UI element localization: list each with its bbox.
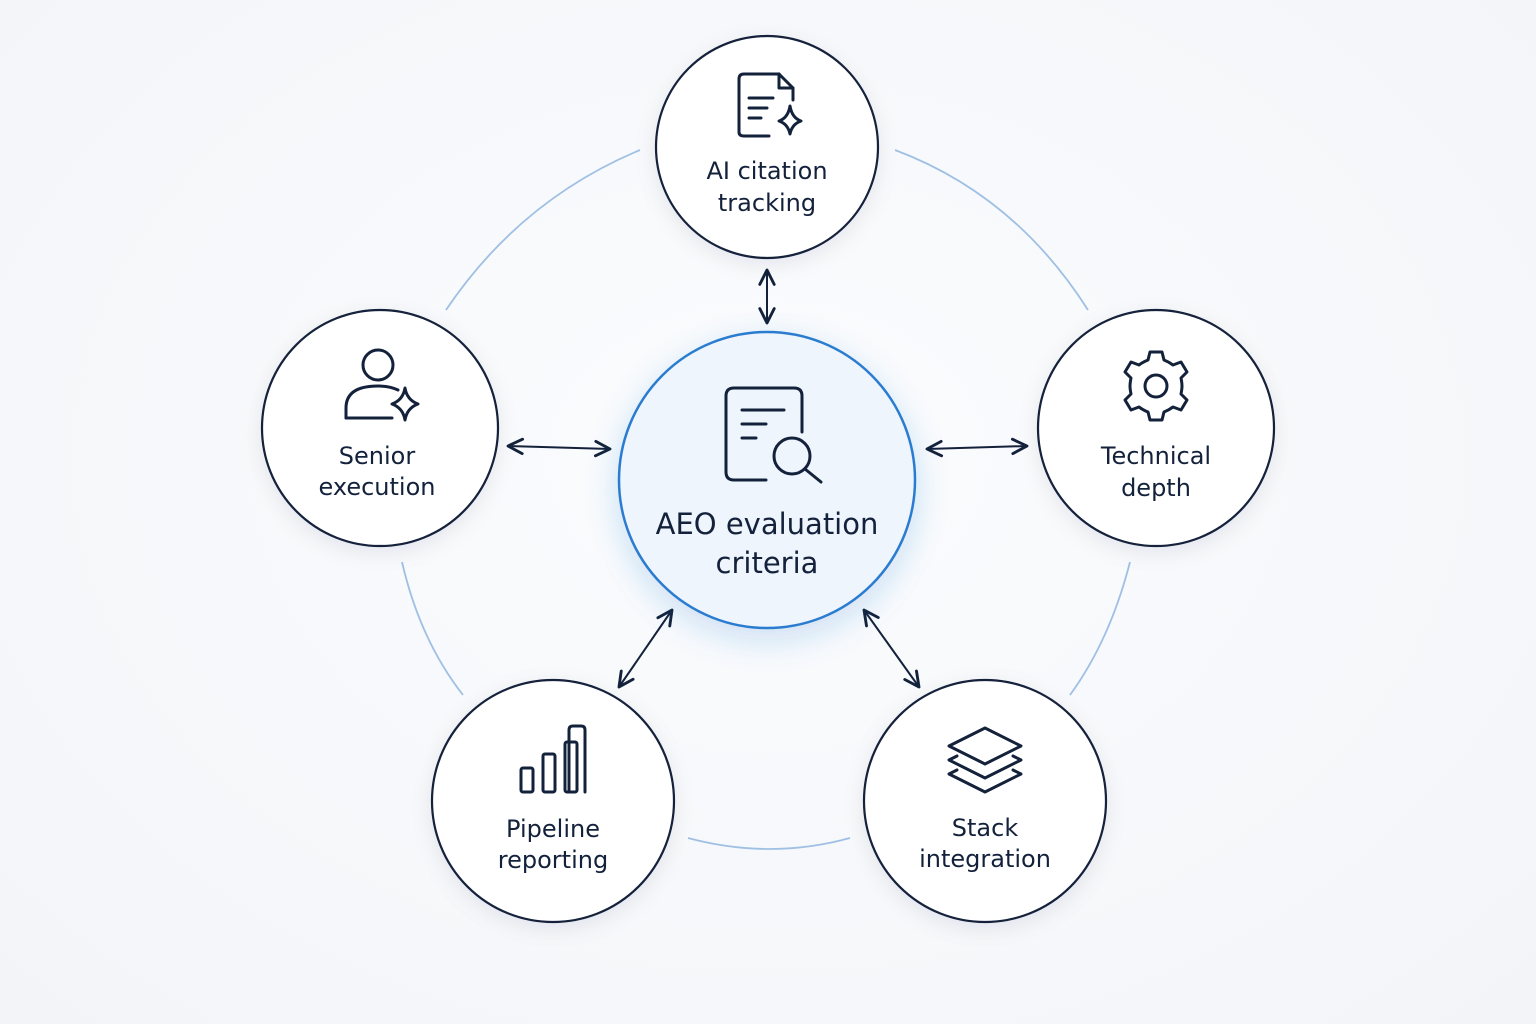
node-label-line2: tracking [718, 189, 816, 217]
arrow-center-left [506, 437, 612, 458]
layers-icon [947, 726, 1023, 794]
node-label-line2: depth [1121, 474, 1191, 502]
arrow-center-bottom-left [617, 608, 674, 689]
orbit-arc-left [401, 561, 464, 696]
document-search-icon [724, 386, 823, 484]
node-label-line2: reporting [498, 846, 608, 874]
node-label-line1: AI citation [706, 157, 827, 185]
gear-icon [1123, 350, 1189, 422]
arrow-center-bottom-right [862, 608, 921, 689]
node-technical-depth: Technical depth [1036, 308, 1276, 548]
center-label-line2: criteria [716, 546, 819, 580]
node-pipeline-reporting: Pipeline reporting [430, 678, 676, 924]
orbit-arc-right [1069, 561, 1131, 696]
connectors [506, 268, 1029, 689]
arrow-center-right [925, 437, 1029, 458]
center-node: AEO evaluation criteria [617, 330, 917, 630]
node-label-line1: Senior [339, 442, 416, 470]
node-label-line2: integration [919, 845, 1051, 873]
bar-chart-icon-tall-bar [567, 724, 587, 794]
node-label-line2: execution [319, 473, 436, 501]
orbit-arc-top-left [445, 149, 641, 311]
document-sparkle-icon [737, 72, 803, 138]
person-sparkle-icon [344, 348, 420, 422]
center-label-line1: AEO evaluation [656, 507, 879, 541]
bar-chart-icon [519, 740, 579, 794]
node-senior-execution: Senior execution [260, 308, 500, 548]
node-label-line1: Stack [952, 814, 1019, 842]
orbit-arc-top-right [894, 149, 1089, 311]
node-label-line1: Pipeline [506, 815, 600, 843]
orbit-ring [401, 149, 1131, 850]
node-label-line1: Technical [1100, 442, 1211, 470]
orbit-arc-bottom [687, 837, 851, 850]
node-ai-citation-tracking: AI citation tracking [654, 34, 880, 260]
node-stack-integration: Stack integration [862, 678, 1108, 924]
